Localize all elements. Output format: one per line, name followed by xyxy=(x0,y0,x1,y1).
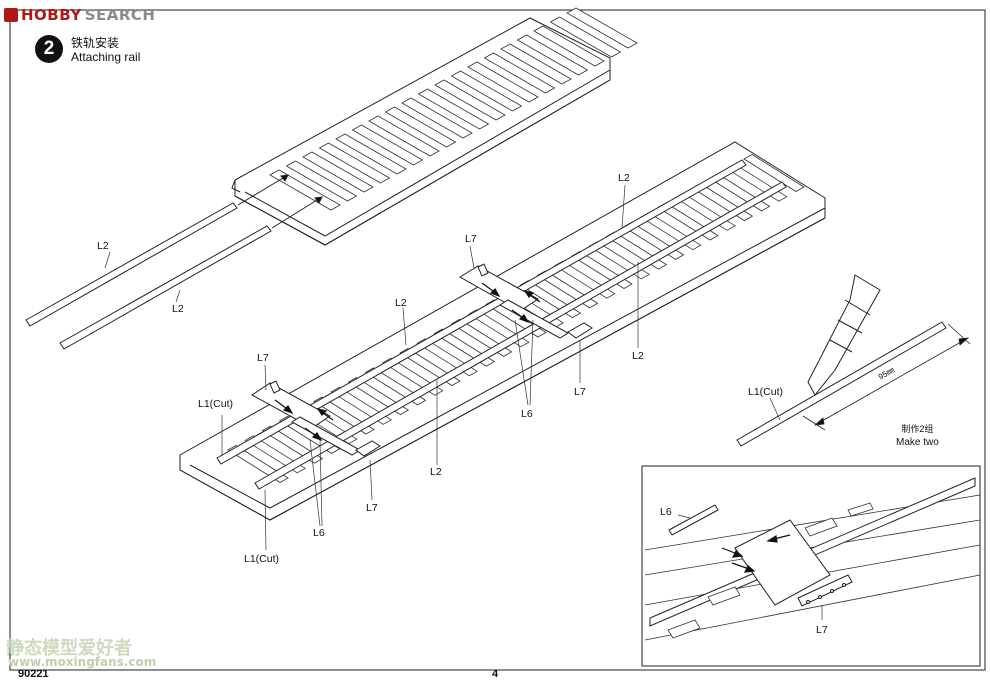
logo-search-text: SEARCH xyxy=(84,6,156,24)
main-rails xyxy=(216,159,787,490)
step-title-cn: 铁轨安装 xyxy=(71,36,120,50)
part-label-l6: L6 xyxy=(660,506,672,518)
watermark-url: www.moxingfans.com xyxy=(8,655,157,669)
inset-l7 xyxy=(797,574,853,607)
cut-rail xyxy=(736,321,947,447)
knife-leaders xyxy=(769,397,781,421)
part-label-l7: L7 xyxy=(465,233,477,245)
make-two-note: 制作2组 Make two xyxy=(896,423,939,449)
page-number: 4 xyxy=(492,668,499,680)
loose-rails xyxy=(25,202,272,350)
joiners-right xyxy=(459,263,593,339)
part-label-l7: L7 xyxy=(816,624,828,636)
part-label-l2: L2 xyxy=(618,172,630,184)
part-label-l1-cut: L1(Cut) xyxy=(244,553,280,565)
tie xyxy=(285,160,358,202)
make-two-cn: 制作2组 xyxy=(901,424,934,434)
inset-l6 xyxy=(668,504,831,606)
step-title-en: Attaching rail xyxy=(71,50,141,64)
part-label-l6: L6 xyxy=(313,527,325,539)
upper-arrows xyxy=(237,174,323,229)
tie xyxy=(467,61,539,103)
inset-leaders xyxy=(677,514,823,620)
part-label-l6: L6 xyxy=(521,408,533,420)
part-label-l2: L2 xyxy=(430,466,442,478)
part-label-l2: L2 xyxy=(97,240,109,252)
part-label-l1-cut: L1(Cut) xyxy=(748,386,784,398)
tie xyxy=(450,70,523,112)
hobby-knife xyxy=(807,274,881,396)
tie xyxy=(566,7,638,49)
inset-arrows xyxy=(721,534,791,573)
tie xyxy=(743,154,805,192)
upper-ties xyxy=(269,7,638,211)
tie xyxy=(500,43,572,85)
tie xyxy=(417,88,490,130)
tie xyxy=(434,79,506,121)
part-label-l2: L2 xyxy=(395,297,407,309)
part-label-l1-cut: L1(Cut) xyxy=(198,398,234,410)
part-label-l7: L7 xyxy=(257,352,269,364)
tie xyxy=(269,169,341,211)
joiners-left xyxy=(251,380,381,457)
make-two-en: Make two xyxy=(896,437,939,448)
step-number-badge: 2 xyxy=(35,35,63,63)
inset-ties xyxy=(667,502,874,639)
logo-hobby-text: HOBBY xyxy=(21,6,82,24)
step-title: 铁轨安装 Attaching rail xyxy=(71,36,140,64)
dimension-line xyxy=(802,323,971,431)
tie xyxy=(549,16,622,58)
tie xyxy=(401,97,473,139)
part-label-l2: L2 xyxy=(172,303,184,315)
joiner-arrows xyxy=(274,282,541,442)
hobbysearch-logo-icon xyxy=(4,8,18,22)
tie xyxy=(516,34,589,76)
part-label-l7: L7 xyxy=(366,502,378,514)
leader-lines xyxy=(104,184,639,551)
tie xyxy=(318,142,391,184)
tie xyxy=(302,151,374,193)
watermark-cn: 静态模型爱好者 xyxy=(6,638,132,659)
step-heading: 2 铁轨安装 Attaching rail xyxy=(35,35,140,64)
tie xyxy=(384,106,457,148)
part-label-l2: L2 xyxy=(632,350,644,362)
tie xyxy=(533,25,605,67)
tie xyxy=(351,124,424,166)
hobbysearch-logo: HOBBY SEARCH xyxy=(4,4,156,26)
part-label-l7: L7 xyxy=(574,386,586,398)
tie xyxy=(368,115,440,157)
kit-code: 90221 xyxy=(18,668,49,680)
tie xyxy=(335,133,407,175)
tie xyxy=(483,52,556,94)
